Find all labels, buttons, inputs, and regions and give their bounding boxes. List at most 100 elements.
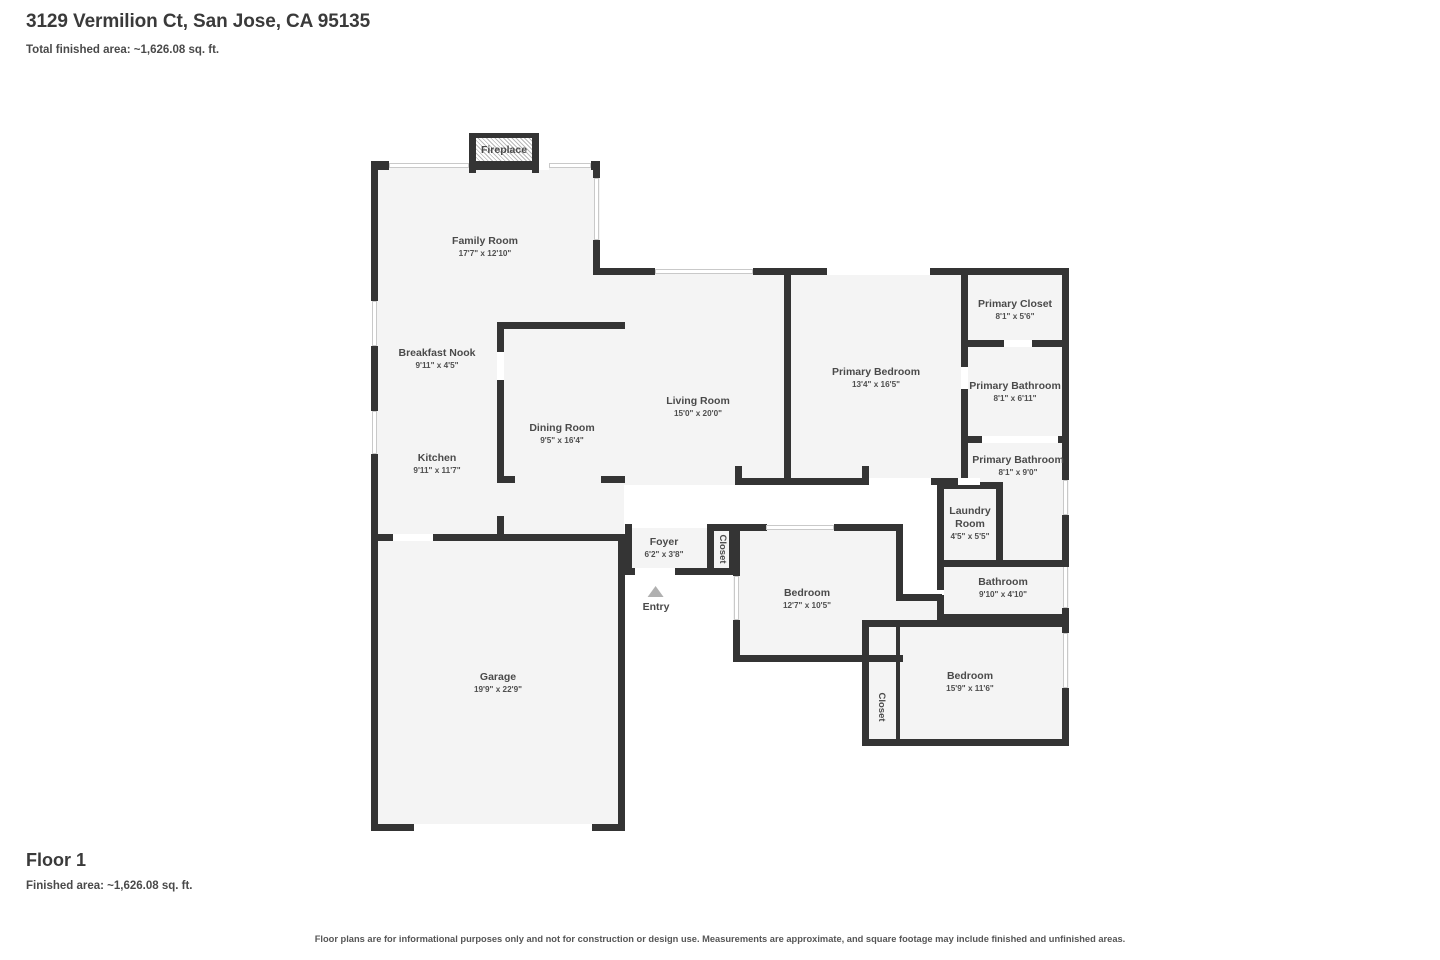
room-label-closet-bedroom: Closet [875,692,887,721]
fill-foyer [628,528,710,573]
window-top-1 [389,163,469,168]
wall-dining-left-1 [497,322,504,352]
wall-primary-closet-left [961,271,968,343]
wall-foyer-bottom-1 [625,568,635,575]
fireplace-wall-left [469,133,476,173]
room-label-closet-foyer: Closet [716,534,728,563]
wall-right-1 [1062,268,1069,480]
gap-top-1 [539,161,549,170]
wall-primary-top-1 [791,268,827,275]
room-name-primary-bathroom-1: Primary Bathroom [969,380,1061,392]
room-name-primary-bedroom: Primary Bedroom [831,366,921,378]
wall-top-right-corner [591,161,600,170]
window-living-top [655,269,753,274]
triangle-up-icon [648,586,664,597]
room-dim-primary-closet: 8'1" x 5'6" [995,312,1035,322]
entry-marker: Entry [642,586,670,613]
wall-bathroom-left-1 [937,560,944,590]
wall-bedroom1-left-2 [733,620,740,662]
wall-dining-left-2 [497,380,504,480]
gap-primary-top [827,268,930,275]
wall-top-fireplace-left [469,161,539,170]
wall-bedroom1-top-2 [834,524,903,531]
room-name-living-room: Living Room [666,395,730,407]
wall-bedroom2-top [862,620,1069,627]
room-name-primary-bathroom-2: Primary Bathroom [972,454,1064,466]
room-name-bedroom-1: Bedroom [783,587,831,599]
room-label-breakfast-nook: Breakfast Nook 9'11" x 4'5" [398,347,475,372]
room-dim-laundry-room: 4'5" x 5'5" [950,532,990,542]
wall-closet-bath-divider-1 [961,340,1004,347]
room-dim-primary-bathroom-1: 8'1" x 6'11" [993,394,1037,404]
wall-closet-bath-divider-2 [1032,340,1069,347]
room-label-garage: Garage 19'9" x 22'9" [474,671,522,696]
room-label-kitchen: Kitchen 9'11" x 11'7" [413,452,460,477]
wall-primary-top-2 [930,268,1069,275]
wall-foyer-bottom-2 [675,568,736,575]
room-dim-breakfast-nook: 9'11" x 4'5" [415,361,459,371]
fill-primary-bedroom [790,271,965,485]
window-left-2 [372,411,377,454]
page-title: 3129 Vermilion Ct, San Jose, CA 95135 [26,11,371,32]
room-name-family-room: Family Room [452,235,518,247]
room-dim-dining-room: 9'5" x 16'4" [540,436,584,446]
fill-laundry [940,485,1000,563]
room-name-kitchen: Kitchen [417,452,457,464]
wall-living-top-1 [600,268,655,275]
wall-primary-bottom-stub [862,466,869,485]
room-label-primary-bathroom-1: Primary Bathroom 8'1" x 6'11" [969,380,1061,405]
wall-garage-left [371,538,378,828]
room-dim-garage: 19'9" x 22'9" [473,685,523,695]
window-left-1 [372,301,377,346]
entry-label: Entry [642,601,670,613]
room-name-closet-bedroom: Closet [875,692,887,722]
room-dim-bedroom-1: 12'7" x 10'5" [782,601,832,611]
room-dim-bathroom: 9'10" x 4'10" [978,590,1028,600]
window-right-3 [1063,633,1068,688]
wall-garage-bottom-right [592,824,625,831]
wall-bedroom2-closet-divider [896,627,900,739]
room-name-garage: Garage [479,671,517,683]
fireplace-label: Fireplace [481,144,527,157]
door-laundry [958,478,980,485]
wall-bath1-bath2-divider-1 [961,436,982,443]
wall-bedroom1-notch [896,594,942,601]
window-right-1 [1063,480,1068,515]
room-name-bathroom: Bathroom [978,576,1028,588]
wall-garage-right [618,538,625,828]
wall-bathroom-bottom [937,614,1069,621]
wall-living-bottom-stub [735,466,742,485]
wall-bedroom1-top-1 [733,524,766,531]
wall-living-bottom-1 [735,478,866,485]
room-dim-kitchen: 9'11" x 11'7" [413,466,461,476]
room-name-breakfast-nook: Breakfast Nook [398,347,476,359]
window-top-2 [549,163,591,168]
disclaimer-text: Floor plans are for informational purpos… [314,934,1126,944]
wall-left-1 [371,161,378,301]
footer: Floor 1 Finished area: ~1,626.08 sq. ft. [26,850,193,892]
room-label-foyer: Foyer 6'2" x 3'8" [645,536,684,561]
wall-kitchen-dining-vert [497,516,504,540]
wall-bedroom1-bottom [733,655,903,662]
fireplace-label-text: Fireplace [480,144,528,156]
wall-closet-right [729,524,736,574]
wall-family-right-1 [593,166,600,178]
door-primary-bath2 [982,436,1058,443]
wall-primary-bath1-left-1 [961,347,968,367]
window-bedroom1-left [734,576,739,620]
window-bedroom1-top [766,525,834,530]
room-dim-foyer: 6'2" x 3'8" [644,550,684,560]
wall-kitchen-bottom-1 [371,534,393,541]
wall-laundry-top [937,482,1003,489]
wall-primary-bath2-left [961,436,968,488]
garage-door [414,824,592,831]
window-right-2 [1063,563,1068,608]
gap-living-bottom [866,478,931,485]
room-name-foyer: Foyer [649,536,679,548]
room-name-bedroom-2: Bedroom [946,670,994,682]
